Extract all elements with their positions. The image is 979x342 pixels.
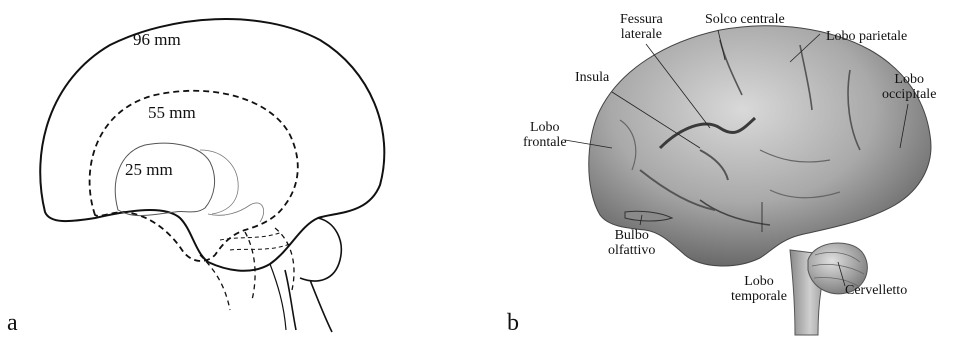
- label-lobo-frontale: Lobo frontale: [523, 120, 567, 150]
- label-96mm: 96 mm: [133, 30, 181, 50]
- panel-letter-a: a: [7, 310, 18, 337]
- label-55mm: 55 mm: [148, 103, 196, 123]
- label-bulbo-olfattivo: Bulbo olfattivo: [608, 228, 655, 258]
- label-lobo-temporale: Lobo temporale: [731, 274, 787, 304]
- outline-96mm: [40, 19, 384, 271]
- label-solco-centrale: Solco centrale: [705, 12, 785, 27]
- panel-a-drawing: [40, 19, 384, 332]
- label-insula: Insula: [575, 70, 609, 85]
- label-fessura-laterale: Fessura laterale: [620, 12, 663, 42]
- panel-letter-b: b: [507, 310, 519, 337]
- label-25mm: 25 mm: [125, 160, 173, 180]
- label-lobo-parietale: Lobo parietale: [826, 29, 907, 44]
- label-cervelletto: Cervelletto: [845, 283, 907, 298]
- label-lobo-occipitale: Lobo occipitale: [882, 72, 936, 102]
